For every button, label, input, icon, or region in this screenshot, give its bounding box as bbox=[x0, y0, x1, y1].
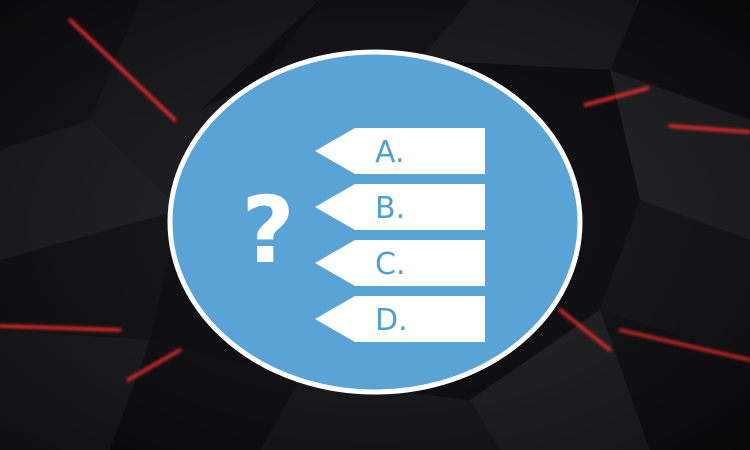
option-b-label: B. bbox=[375, 191, 405, 226]
glow-streak bbox=[68, 18, 177, 122]
glow-streak bbox=[126, 348, 182, 382]
option-tag-shape bbox=[315, 240, 485, 286]
option-tag-shape bbox=[315, 296, 485, 342]
glow-streak bbox=[618, 328, 750, 362]
option-c-label: C. bbox=[375, 247, 405, 282]
red-glow-streaks bbox=[0, 18, 750, 382]
glow-streak bbox=[0, 324, 122, 332]
glow-streak bbox=[583, 86, 650, 107]
option-tag-c: C. bbox=[315, 240, 485, 286]
option-tag-d: D. bbox=[315, 296, 485, 342]
option-tag-shape bbox=[315, 184, 485, 230]
option-tag-b: B. bbox=[315, 184, 485, 230]
question-mark-icon: ? bbox=[241, 177, 294, 284]
glow-streak bbox=[558, 308, 612, 352]
option-d-label: D. bbox=[375, 303, 408, 338]
quiz-badge: ? A. B. C. D. bbox=[167, 49, 583, 395]
option-tag-a: A. bbox=[315, 128, 485, 174]
option-a-label: A. bbox=[375, 135, 405, 170]
glow-streak bbox=[668, 124, 750, 134]
option-tag-shape bbox=[315, 128, 485, 174]
